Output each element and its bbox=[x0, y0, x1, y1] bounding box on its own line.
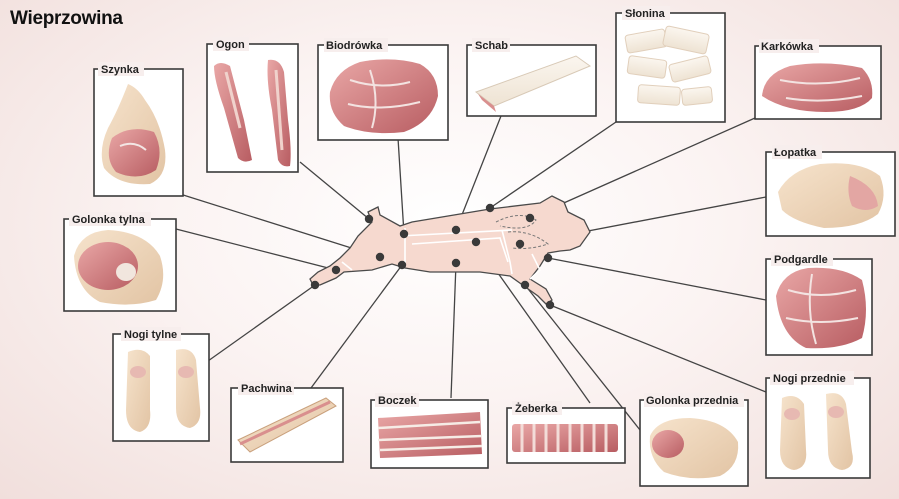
cut-card-lopatka[interactable]: Łopatka bbox=[765, 145, 896, 237]
leader-lines bbox=[175, 115, 767, 431]
marker-biodrowka[interactable] bbox=[399, 229, 409, 239]
marker-nogi-przednie[interactable] bbox=[545, 300, 555, 310]
marker-szynka[interactable] bbox=[375, 252, 385, 262]
marker-nogi-tylne[interactable] bbox=[310, 280, 320, 290]
marker-golonka-przednia[interactable] bbox=[520, 280, 530, 290]
cut-markers bbox=[310, 203, 555, 310]
hind-trotters-image bbox=[126, 349, 201, 432]
marker-lopatka[interactable] bbox=[515, 239, 525, 249]
marker-pachwina[interactable] bbox=[397, 260, 407, 270]
cut-label-szynka: Szynka bbox=[101, 64, 140, 76]
cut-card-szynka[interactable]: Szynka bbox=[93, 62, 184, 197]
cut-card-podgardle[interactable]: Podgardle bbox=[765, 252, 873, 356]
cut-label-schab: Schab bbox=[475, 40, 508, 52]
fatback-image bbox=[624, 25, 713, 106]
cut-label-podgardle: Podgardle bbox=[774, 254, 828, 266]
ribs-image bbox=[512, 424, 618, 452]
cut-card-boczek[interactable]: Boczek bbox=[370, 393, 489, 469]
ham-image bbox=[101, 84, 166, 185]
cut-card-schab[interactable]: Schab bbox=[466, 38, 597, 117]
fore-shank-image bbox=[649, 418, 739, 479]
jowl-image bbox=[776, 267, 866, 349]
hind-shank-image bbox=[74, 230, 164, 305]
cut-card-nogi-tylne[interactable]: Nogi tylne bbox=[112, 327, 210, 442]
loin-image bbox=[474, 55, 592, 112]
marker-ogon[interactable] bbox=[364, 214, 374, 224]
cut-card-golonka-tylna[interactable]: Golonka tylna bbox=[63, 212, 177, 312]
cut-label-lopatka: Łopatka bbox=[774, 147, 817, 159]
cut-label-nogi-tylne: Nogi tylne bbox=[124, 329, 177, 341]
sirloin-image bbox=[329, 59, 438, 134]
cut-card-nogi-przednie[interactable]: Nogi przednie bbox=[765, 371, 871, 479]
cut-label-nogi-przednie: Nogi przednie bbox=[773, 373, 846, 385]
cut-label-zeberka: Żeberka bbox=[515, 402, 558, 415]
pork-neck-image bbox=[762, 63, 873, 112]
tail-image bbox=[214, 59, 291, 167]
cut-label-ogon: Ogon bbox=[216, 39, 245, 51]
page-title: Wieprzowina bbox=[10, 8, 123, 29]
marker-golonka-tylna[interactable] bbox=[331, 265, 341, 275]
marker-podgardle[interactable] bbox=[543, 253, 553, 263]
cut-card-golonka-przednia[interactable]: Golonka przednia bbox=[639, 393, 749, 487]
flank-image bbox=[237, 397, 337, 453]
cut-card-biodrowka[interactable]: Biodrówka bbox=[317, 38, 449, 141]
cut-card-slonina[interactable]: Słonina bbox=[615, 6, 726, 123]
front-trotters-image bbox=[780, 393, 853, 470]
marker-boczek[interactable] bbox=[451, 258, 461, 268]
pig-silhouette bbox=[309, 195, 591, 305]
cut-label-pachwina: Pachwina bbox=[241, 383, 293, 395]
shoulder-image bbox=[778, 163, 884, 228]
marker-karkowka[interactable] bbox=[525, 213, 535, 223]
cut-label-biodrowka: Biodrówka bbox=[326, 40, 383, 52]
cut-card-ogon[interactable]: Ogon bbox=[206, 37, 299, 173]
cut-card-pachwina[interactable]: Pachwina bbox=[230, 381, 344, 463]
cut-label-boczek: Boczek bbox=[378, 395, 417, 407]
cut-label-golonka-przednia: Golonka przednia bbox=[646, 395, 739, 407]
cut-card-zeberka[interactable]: Żeberka bbox=[506, 401, 626, 464]
cut-label-golonka-tylna: Golonka tylna bbox=[72, 214, 146, 226]
marker-zeberka[interactable] bbox=[471, 237, 481, 247]
marker-slonina[interactable] bbox=[485, 203, 495, 213]
marker-schab[interactable] bbox=[451, 225, 461, 235]
belly-image bbox=[377, 412, 483, 458]
cut-card-karkowka[interactable]: Karkówka bbox=[754, 39, 882, 120]
cut-label-slonina: Słonina bbox=[625, 8, 666, 20]
cut-label-karkowka: Karkówka bbox=[761, 41, 814, 53]
